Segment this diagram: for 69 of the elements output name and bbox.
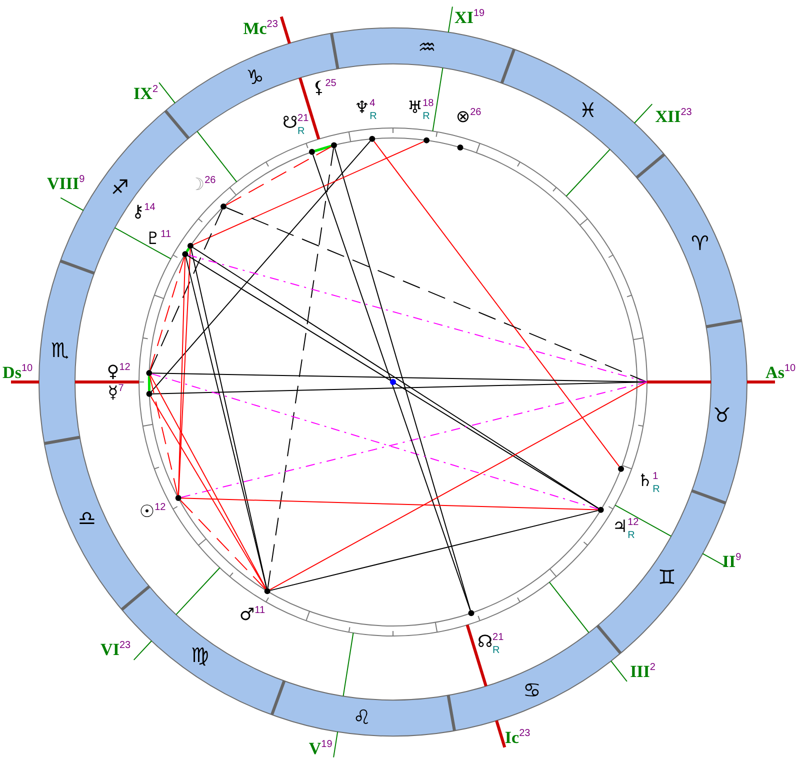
planet-dot (175, 495, 182, 502)
aspect-line (267, 148, 334, 589)
aspect-line (149, 375, 178, 496)
house-cusp-label: III$^{2}$ (630, 662, 656, 680)
aspect-line (188, 254, 648, 382)
planet-dot (146, 370, 152, 376)
aspect-line (150, 256, 185, 371)
zodiac-sign-glyph: ♍ (191, 645, 209, 665)
planet-dot (598, 506, 604, 513)
house-cusp-label: II$^{9}$ (722, 552, 742, 570)
planet-label: ♇$^{11}$ (145, 230, 172, 248)
aspect-line (150, 140, 371, 392)
aspect-line (180, 382, 648, 498)
planet-dot (264, 588, 270, 594)
zodiac-sign-glyph: ♈ (691, 233, 709, 253)
planet-dot (146, 390, 152, 397)
zodiac-sign-glyph: ♓ (579, 100, 597, 120)
zodiac-sign-glyph: ♏ (51, 340, 69, 360)
zodiac-sign-glyph: ♎ (78, 508, 96, 528)
planet-label: ⚸$^{25}$ (312, 79, 336, 97)
zodiac-sign-glyph: ♉ (713, 405, 731, 425)
angle-label: Ds$^{10}$ (2, 364, 33, 380)
aspect-line (152, 373, 598, 510)
planet-label: ♂$^{11}$ (239, 606, 266, 624)
house-cusp-label: XII$^{23}$ (655, 108, 692, 124)
angle-label: As$^{10}$ (766, 364, 796, 380)
house-cusp-label: VI$^{23}$ (100, 640, 131, 658)
aspect-line (148, 376, 151, 391)
aspect-line (186, 248, 190, 252)
zodiac-sign-glyph: ♒ (418, 37, 436, 57)
aspect-line (226, 146, 332, 206)
zodiac-sign-glyph: ♑ (246, 67, 264, 87)
house-cusp-label: VIII$^{9}$ (46, 174, 85, 192)
planet-dot (182, 251, 188, 258)
aspect-line (180, 500, 266, 590)
aspect-line (314, 144, 332, 152)
house-cusp-label: V$^{19}$ (308, 740, 332, 756)
planet-dot (330, 142, 337, 148)
planet-dot (187, 242, 194, 249)
aspect-line (150, 208, 223, 371)
ascendant-axis-line (647, 380, 775, 384)
aspect-line (269, 382, 648, 590)
house-cusp-label: XI$^{19}$ (454, 8, 485, 26)
planet-label: ☿$^{7}$ (108, 384, 124, 402)
planet-dot (308, 148, 315, 155)
zodiac-sign-glyph: ♋ (523, 680, 541, 700)
house-cusp-label: IX$^{2}$ (134, 84, 158, 102)
planet-dot (369, 136, 376, 142)
aspect-line (178, 256, 186, 496)
aspect-line (226, 207, 648, 382)
angle-label: Mc$^{23}$ (243, 20, 278, 36)
planet-label: ☽$^{26}$ (189, 176, 216, 194)
zodiac-sign-glyph: ♐ (111, 177, 129, 197)
aspect-line (192, 141, 424, 246)
aspect-line (373, 140, 620, 467)
aspect-line (180, 498, 598, 510)
planet-dot (468, 610, 474, 616)
angle-label: Ic$^{23}$ (504, 728, 530, 746)
planet-dot (457, 144, 464, 150)
planet-dot (424, 137, 430, 144)
planet-label: ♀$^{12}$ (106, 363, 130, 381)
zodiac-sign-glyph: ♊ (658, 567, 676, 587)
planet-label: ☉$^{12}$ (139, 503, 166, 521)
planet-label: ⊗$^{26}$ (456, 108, 482, 126)
planet-label: ⚷$^{14}$ (132, 203, 156, 221)
planet-dot (220, 203, 226, 210)
zodiac-sign-glyph: ♌ (353, 707, 371, 727)
aspect-line (270, 510, 598, 591)
planet-dot (618, 466, 624, 472)
